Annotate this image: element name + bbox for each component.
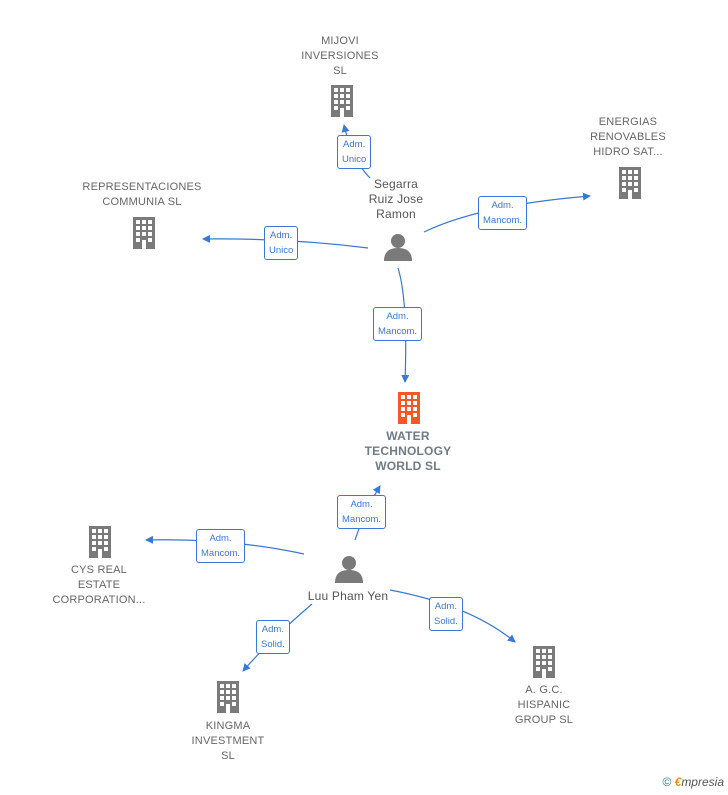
copyright-icon: ©	[662, 775, 672, 789]
edge-label-luu-agc: Adm. Solid.	[429, 597, 463, 631]
edge-label-luu-cys: Adm. Mancom.	[196, 529, 246, 563]
footer-brand: © €mpresia	[662, 775, 724, 789]
node-cys[interactable]: CYS REAL ESTATE CORPORATION...	[52, 564, 146, 606]
edge-label-segarra-representaciones: Adm. Unico	[264, 226, 299, 260]
edge-label-luu-kingma: Adm. Solid.	[256, 620, 290, 654]
building-icon-main	[398, 392, 420, 424]
brand-logo-letter: €	[674, 775, 682, 789]
node-energias[interactable]: ENERGIAS RENOVABLES HIDRO SAT...	[590, 116, 666, 158]
edge-label-segarra-water: Adm. Mancom.	[373, 307, 423, 341]
building-icon	[133, 217, 155, 249]
node-kingma[interactable]: KINGMA INVESTMENT SL	[191, 720, 265, 762]
person-icon	[384, 234, 412, 261]
node-agc[interactable]: A. G.C. HISPANIC GROUP SL	[514, 684, 574, 726]
person-icon	[335, 556, 363, 583]
node-representaciones[interactable]: REPRESENTACIONES COMMUNIA SL	[82, 181, 202, 208]
node-mijovi[interactable]: MIJOVI INVERSIONES SL	[301, 35, 379, 77]
edge-label-luu-water: Adm. Mancom.	[337, 495, 387, 529]
building-icon	[533, 646, 555, 678]
edge-label-segarra-energias: Adm. Mancom.	[478, 196, 528, 230]
building-icon	[89, 526, 111, 558]
node-water-technology[interactable]: WATER TECHNOLOGY WORLD SL	[364, 429, 452, 473]
building-icon	[217, 681, 239, 713]
building-icon	[331, 85, 353, 117]
node-segarra[interactable]: Segarra Ruiz Jose Ramon	[368, 177, 424, 221]
node-luu[interactable]: Luu Pham Yen	[307, 589, 389, 603]
edge-label-segarra-mijovi: Adm. Unico	[337, 135, 372, 169]
building-icon	[619, 167, 641, 199]
brand-name: mpresia	[681, 775, 724, 789]
